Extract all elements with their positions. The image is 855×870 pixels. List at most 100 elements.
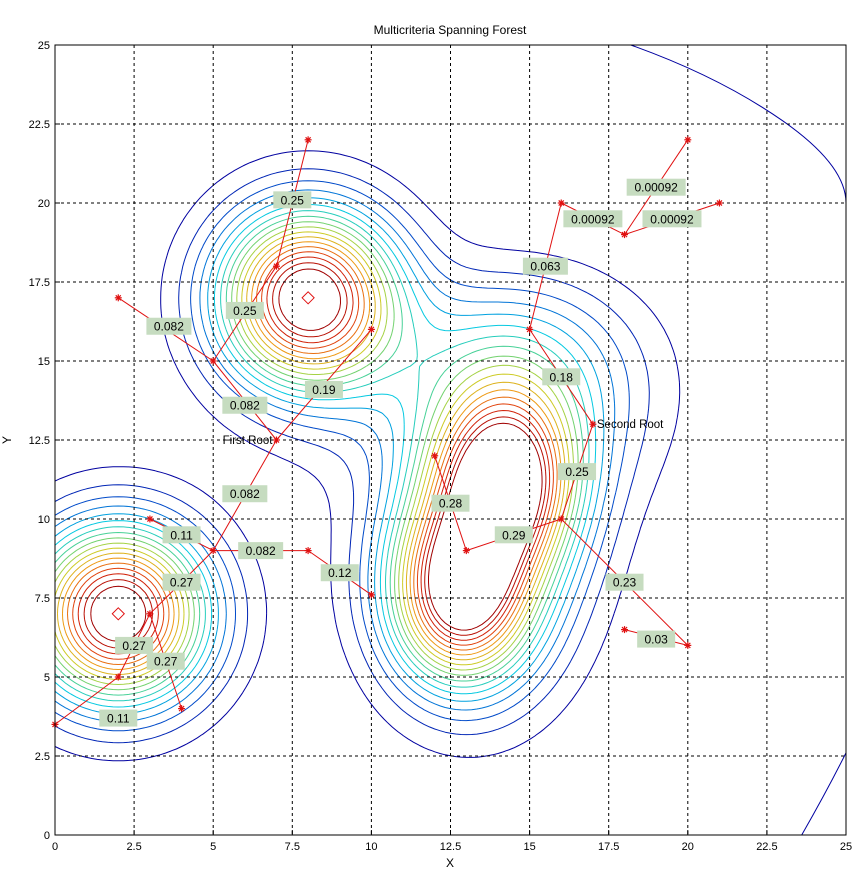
label-background [304,380,343,398]
edge-weight-text: 0.27 [170,576,194,590]
node-marker [621,231,629,239]
edge-weight-text: 0.28 [439,497,463,511]
edge-weight-label: 0.082 [238,542,284,560]
edge-weight-label: 0.12 [320,564,359,582]
y-axis-label: Y [0,436,14,444]
edge-weight-text: 0.29 [502,528,526,542]
x-tick-label: 7.5 [285,841,300,853]
label-background [642,210,702,228]
label-background [522,257,568,275]
x-tick-label: 10 [365,841,377,853]
node-marker [367,325,375,333]
node-marker [431,452,439,460]
node-marker [304,136,312,144]
y-tick-label: 0 [44,830,50,842]
x-tick-label: 17.5 [598,841,619,853]
y-tick-label: 25 [38,40,50,52]
label-background [146,317,192,335]
contour-level-16 [77,256,551,655]
contour-level-15 [72,251,554,660]
contour-level-13 [62,241,562,670]
edge-weight-label: 0.082 [222,485,268,503]
y-tick-label: 20 [38,198,50,210]
node-marker [621,626,629,634]
contour-level-18 [90,268,543,642]
root-annotation: First Root [223,435,274,447]
edge-weight-label: 0.11 [162,526,201,544]
edge-weight-label: 0.00092 [642,210,702,228]
y-tick-label: 22.5 [29,119,50,131]
node-marker [304,547,312,555]
edge-weight-text: 0.00092 [650,212,694,226]
contour-level-8 [54,215,584,696]
edge-weight-label: 0.082 [146,317,192,335]
y-tick-label: 17.5 [29,277,50,289]
outer-contour-bottom-right [801,752,847,836]
contour-level-17 [83,262,547,649]
edge-weight-text: 0.23 [613,576,637,590]
edge-weight-label: 0.25 [273,191,312,209]
node-marker [589,420,597,428]
contour-level-11 [54,231,570,680]
label-background [542,368,581,386]
edge-weight-label: 0.00092 [563,210,623,228]
y-tick-label: 12.5 [29,435,50,447]
chart-title: Multicriteria Spanning Forest [374,23,527,37]
edge-weight-text: 0.27 [122,639,146,653]
edge-weight-label: 0.25 [558,463,597,481]
label-background [273,191,312,209]
contour-level-2 [54,168,650,744]
forest-edges [54,139,720,725]
x-tick-label: 12.5 [440,841,461,853]
label-background [494,526,533,544]
edge-weight-label: 0.03 [637,630,676,648]
label-background [605,573,644,591]
x-tick-label: 25 [840,841,852,853]
edge-weight-label: 0.082 [222,396,268,414]
node-marker [209,357,217,365]
node-marker [684,641,692,649]
x-axis-label: X [446,856,454,870]
node-marker [715,199,723,207]
node-marker [526,325,534,333]
x-tick-label: 0 [52,841,58,853]
outer-contour-top-right [630,44,847,204]
edge-weight-text: 0.27 [154,655,178,669]
edge-weight-label: 0.25 [225,301,264,319]
edge-weight-text: 0.00092 [634,181,678,195]
edge-weight-labels: 0.25 0.25 0.082 0.082 0.19 0.082 0.11 0.27 0.082… [99,178,702,727]
edge-weight-text: 0.25 [565,465,589,479]
edge-weight-text: 0.082 [154,320,184,334]
edge-weight-text: 0.12 [328,566,352,580]
y-tick-label: 7.5 [35,593,50,605]
x-tick-label: 15 [523,841,535,853]
edge-weight-text: 0.063 [530,260,560,274]
label-background [238,542,284,560]
edge-weight-text: 0.11 [107,712,130,726]
node-marker [684,136,692,144]
edge-weight-label: 0.27 [146,652,185,670]
node-marker [272,262,280,270]
edge-weight-label: 0.27 [162,573,201,591]
edge-weight-text: 0.11 [170,528,193,542]
edge-weight-text: 0.19 [312,383,336,397]
y-tick-label: 15 [38,356,50,368]
contour-level-9 [54,221,579,691]
node-marker [557,515,565,523]
label-background [162,573,201,591]
edge-weight-label: 0.28 [431,494,470,512]
label-background [222,485,268,503]
node-marker [367,591,375,599]
edge-weight-text: 0.00092 [571,212,615,226]
y-tick-label: 10 [38,514,50,526]
node-marker [146,515,154,523]
node-marker [209,547,217,555]
label-background [320,564,359,582]
node-marker [557,199,565,207]
node-marker [462,547,470,555]
x-tick-label: 2.5 [126,841,141,853]
root-annotation: Second Root [597,419,664,431]
